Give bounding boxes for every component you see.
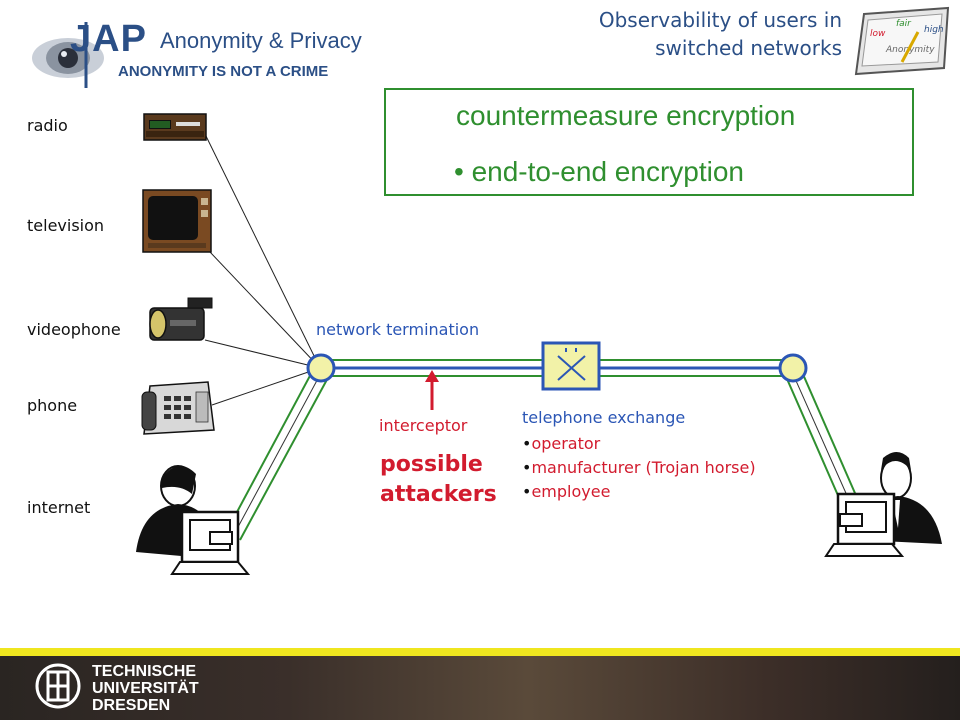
list-item: manufacturer (Trojan horse) [522, 456, 755, 480]
network-diagram [136, 113, 942, 575]
tu-dresden-name: TECHNISCHE UNIVERSITÄT DRESDEN [92, 663, 199, 714]
anonymity-meter-icon: low fair high Anonymity [854, 6, 950, 76]
slide-title: Observability of users in switched netwo… [522, 6, 842, 62]
right-user-computer-icon [824, 452, 942, 557]
television-link [209, 251, 321, 369]
tu-dresden-logo-icon [35, 663, 81, 709]
radio-icon [143, 113, 207, 141]
right-cable-core [792, 373, 850, 501]
left-user-computer-icon [136, 465, 251, 575]
left-cable-inner [239, 373, 331, 541]
countermeasure-title: countermeasure encryption [456, 100, 796, 131]
telephone-exchange-icon [541, 341, 601, 391]
right-cable-outer [783, 371, 841, 501]
phone-icon [141, 381, 215, 435]
label-radio: radio [27, 116, 68, 135]
footer-accent-line [0, 648, 960, 656]
badge-low: low [870, 29, 886, 39]
label-telephone-exchange: telephone exchange [522, 408, 686, 427]
slide-title-line2: switched networks [655, 36, 842, 60]
label-television: television [27, 216, 105, 235]
phone-link [211, 367, 321, 406]
logo-slogan: ANONYMITY IS NOT A CRIME [118, 63, 329, 80]
interceptor-arrow-icon [425, 370, 439, 410]
left-cable-core [230, 372, 322, 541]
jap-eye-logo [32, 22, 104, 88]
right-cable-inner [801, 371, 859, 501]
television-icon [142, 189, 212, 253]
label-phone: phone [27, 396, 78, 415]
list-item: employee [522, 480, 756, 504]
badge-high: high [924, 25, 944, 35]
videophone-link [204, 339, 321, 369]
left-network-termination-node [306, 353, 336, 383]
label-internet: internet [27, 498, 91, 517]
logo-anonymity-privacy: Anonymity & Privacy [160, 28, 362, 53]
footer-banner [0, 648, 960, 720]
label-videophone: videophone [27, 320, 121, 339]
label-possible-attackers: possible attackers [380, 450, 497, 510]
badge-fair: fair [896, 19, 912, 29]
telephone-exchange-attackers-list: operator manufacturer (Trojan horse) emp… [522, 432, 756, 504]
countermeasure-bullet: • end-to-end encryption [454, 156, 744, 187]
tu-name-line3: DRESDEN [92, 697, 171, 714]
label-interceptor: interceptor [379, 416, 468, 435]
tu-name-line1: TECHNISCHE [92, 663, 197, 680]
videophone-icon [149, 297, 213, 341]
label-network-termination: network termination [316, 320, 480, 339]
list-item: operator [522, 432, 756, 456]
possible-attackers-line2: attackers [380, 482, 497, 507]
radio-link [204, 133, 321, 369]
possible-attackers-line1: possible [380, 452, 483, 477]
countermeasure-box: countermeasure encryption • end-to-end e… [384, 88, 914, 196]
tu-name-line2: UNIVERSITÄT [92, 680, 199, 697]
logo-jap: JAP [70, 18, 147, 60]
right-network-termination-node [778, 353, 808, 383]
slide-title-line1: Observability of users in [598, 8, 842, 32]
